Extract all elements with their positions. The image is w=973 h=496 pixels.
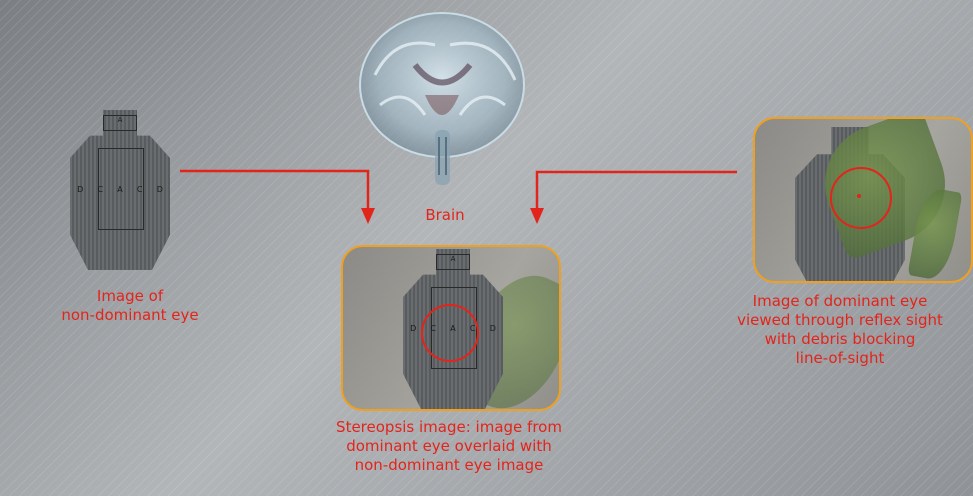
reticle-dot xyxy=(857,194,861,198)
reticle-circle xyxy=(830,167,892,229)
target-zone-top: A xyxy=(103,115,137,131)
dominant-eye-label: Image of dominant eye viewed through ref… xyxy=(707,292,973,368)
brain-label: Brain xyxy=(415,206,475,225)
non-dominant-eye-label: Image of non-dominant eye xyxy=(30,287,230,325)
target-zone-row: D C A C D xyxy=(70,185,170,194)
arrow-left xyxy=(180,171,375,224)
reticle-circle xyxy=(421,304,479,362)
dominant-eye-image xyxy=(753,117,973,283)
arrow-right xyxy=(530,172,737,224)
stereopsis-label: Stereopsis image: image from dominant ey… xyxy=(279,418,619,475)
stereopsis-image: A D C A C D xyxy=(341,245,561,411)
